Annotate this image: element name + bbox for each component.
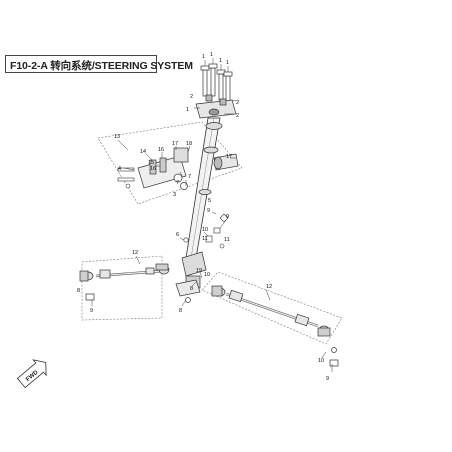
callout-7b: 7 <box>188 174 191 180</box>
callout-9d: 9 <box>326 376 329 382</box>
callout-3: 3 <box>173 192 176 198</box>
lower-column-joint <box>175 251 207 303</box>
leader-lines <box>91 58 333 372</box>
callout-11a: 11 <box>202 236 208 242</box>
callout-4: 4 <box>118 166 121 172</box>
callout-9b: 9 <box>226 214 229 220</box>
callout-1b: 1 <box>210 52 213 58</box>
callout-10c: 10 <box>204 272 210 278</box>
bracket-bolts <box>117 167 135 189</box>
callout-7a: 7 <box>176 180 179 186</box>
right-tie-rod <box>211 285 339 367</box>
diagram-title: F10-2-A 转向系统/STEERING SYSTEM <box>10 60 193 72</box>
callout-11b: 11 <box>224 237 230 243</box>
callout-15: 15 <box>148 160 154 166</box>
callout-19: 19 <box>196 268 202 274</box>
callout-8c: 8 <box>77 288 80 294</box>
callout-17a: 17 <box>172 141 178 147</box>
callout-12a: 12 <box>132 250 138 256</box>
callout-8b: 8 <box>179 308 182 314</box>
callout-8a: 8 <box>190 286 193 292</box>
column-bracket <box>137 147 239 190</box>
callout-9a: 9 <box>207 208 210 214</box>
callout-17b: 17 <box>226 154 232 160</box>
assembly-outline-13 <box>97 121 243 205</box>
callout-1d: 1 <box>226 60 229 66</box>
title-box: F10-2-A 转向系统/STEERING SYSTEM <box>5 55 193 73</box>
callout-1a: 1 <box>202 54 205 60</box>
callout-13: 13 <box>114 134 120 140</box>
fwd-marker: FWD <box>16 359 47 389</box>
callout-18: 18 <box>186 141 192 147</box>
callout-14: 14 <box>140 149 146 155</box>
upper-clamp <box>195 94 237 119</box>
callout-5: 5 <box>208 198 211 204</box>
top-bolts <box>200 63 233 103</box>
callout-2b: 2 <box>236 100 239 106</box>
callout-2a: 2 <box>190 94 193 100</box>
callout-6: 6 <box>176 232 179 238</box>
column-collars <box>198 122 223 195</box>
callout-16b: 16 <box>150 166 156 172</box>
assembly-outline-12-right <box>201 271 343 345</box>
assembly-outline-12-left <box>81 255 163 321</box>
callout-2c: 2 <box>236 113 239 119</box>
callout-10a: 10 <box>202 227 208 233</box>
callout-12b: 12 <box>266 284 272 290</box>
left-tie-rod <box>79 263 170 301</box>
callout-1e: 1 <box>186 107 189 113</box>
callout-9c: 9 <box>90 308 93 314</box>
callout-1c: 1 <box>219 58 222 64</box>
callout-10b: 10 <box>318 358 324 364</box>
callout-16a: 16 <box>158 147 164 153</box>
